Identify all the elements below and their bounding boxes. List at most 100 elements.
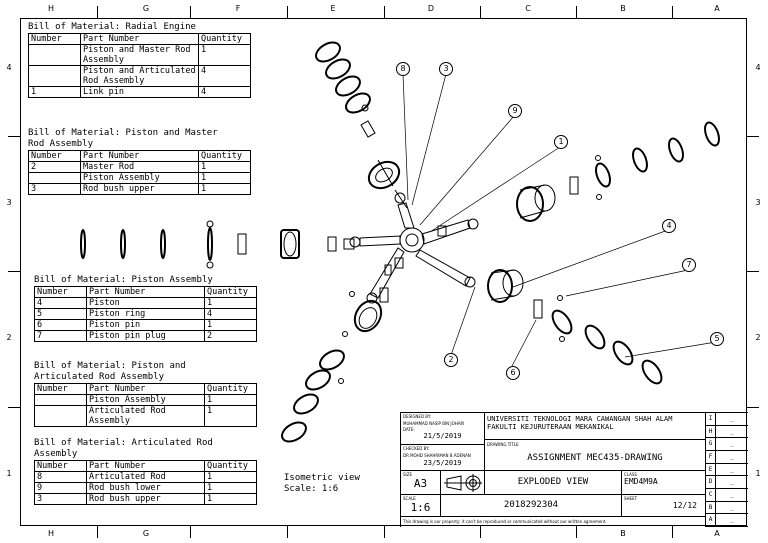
balloon-1: 1	[554, 135, 568, 149]
zone-tick	[480, 526, 481, 538]
bom-cell: 7	[34, 330, 87, 342]
bom-cell: 3	[28, 183, 81, 195]
sheet-box: SHEET 12/12	[622, 495, 706, 517]
zone-tick	[8, 271, 20, 272]
view-note-scale: Scale: 1:6	[284, 484, 339, 494]
sheet-label: SHEET	[624, 496, 638, 501]
bom-cell: 1	[198, 183, 251, 195]
checked-by-label: CHECKED BY:	[403, 446, 430, 451]
zone-right-2: 3	[755, 198, 761, 207]
leader-lines	[402, 73, 717, 367]
revision-entry: _	[716, 464, 748, 477]
bom-title: Bill of Material: Piston and Master Rod …	[28, 128, 218, 149]
drawing-title-label: DRAWING TITLE	[487, 442, 519, 447]
checked-box: CHECKED BY: DR MOHD SHAHRIMAN B ADENAN 2…	[401, 445, 485, 471]
bom-cell: 1	[204, 493, 257, 505]
piston-rings-lower-left	[281, 349, 345, 443]
title-block: DESIGNED BY: MUHAMMAD NASIP BIN JOHARI D…	[400, 412, 748, 527]
balloon-9: 9	[508, 104, 522, 118]
third-angle-projection-icon	[444, 474, 482, 492]
piston-lower-right	[487, 269, 565, 342]
zone-tick	[97, 6, 98, 18]
projection-symbol-box	[441, 471, 485, 495]
drawing-frame	[20, 18, 747, 526]
checked-date: 23/5/2019	[423, 459, 462, 467]
checker-name: DR MOHD SHAHRIMAN B ADENAN	[403, 453, 471, 458]
bom-cell: Piston pin plug	[86, 330, 205, 342]
scale-label: SCALE	[403, 496, 416, 501]
class-value: EMD4M9A	[624, 477, 658, 486]
bom-cell: Rod bush upper	[80, 183, 199, 195]
revision-entry: _	[716, 514, 748, 527]
university-box: UNIVERSITI TEKNOLOGI MARA CAWANGAN SHAH …	[485, 413, 706, 440]
bom-cell: Link pin	[80, 86, 199, 98]
revision-letter: A	[706, 514, 716, 527]
revision-letter: C	[706, 489, 716, 502]
zone-tick	[672, 526, 673, 538]
designer-name: MUHAMMAD NASIP BIN JOHARI	[403, 421, 465, 426]
bom-title: Bill of Material: Piston and Articulated…	[34, 361, 186, 382]
balloon-4: 4	[662, 219, 676, 233]
balloon-7: 7	[682, 258, 696, 272]
revision-entry: _	[716, 426, 748, 439]
size-box: SIZE A3	[401, 471, 441, 495]
zone-top-2: G	[142, 4, 150, 13]
balloon-5: 5	[710, 332, 724, 346]
zone-right-4: 1	[755, 469, 761, 478]
zone-tick	[672, 6, 673, 18]
piston-right	[516, 176, 579, 222]
footer-note: This drawing is our property; it can't b…	[403, 519, 607, 524]
zone-left-1: 4	[6, 63, 12, 72]
drawing-number-box: 2018292304	[441, 495, 622, 517]
bom-cell: 4	[198, 86, 251, 98]
piston-upper	[360, 104, 408, 209]
revision-letter: B	[706, 501, 716, 515]
zone-bottom-7: B	[620, 529, 626, 538]
zone-tick	[480, 6, 481, 18]
zone-top-5: D	[427, 4, 435, 13]
zone-bottom-8: A	[714, 529, 720, 538]
zone-bottom-2: G	[142, 529, 150, 538]
zone-tick	[747, 136, 759, 137]
designed-date: 21/5/2019	[423, 432, 462, 440]
view-note: Isometric view Scale: 1:6	[284, 473, 360, 495]
zone-tick	[747, 271, 759, 272]
revision-entry: _	[716, 489, 748, 502]
balloon-6: 6	[506, 366, 520, 380]
size-value: A3	[413, 477, 428, 490]
view-note-name: Isometric view	[284, 473, 360, 483]
zone-tick	[97, 526, 98, 538]
drawing-number: 2018292304	[503, 500, 559, 510]
view-name: EXPLODED VIEW	[517, 477, 589, 487]
zone-tick	[287, 526, 288, 538]
zone-right-3: 2	[755, 333, 761, 342]
zone-right-1: 4	[755, 63, 761, 72]
zone-tick	[287, 6, 288, 18]
bom-cell: Rod bush upper	[86, 493, 205, 505]
revision-letter: I	[706, 413, 716, 426]
piston-rings-upper-right	[595, 121, 720, 200]
bom-cell: Articulated Rod Assembly	[86, 405, 205, 427]
bom-cell: 4	[198, 65, 251, 87]
footer-box: This drawing is our property; it can't b…	[401, 517, 706, 527]
revision-letter: H	[706, 425, 716, 439]
zone-tick	[190, 6, 191, 18]
designed-by-label: DESIGNED BY:	[403, 414, 432, 419]
bom-table-4: Bill of Material: Piston and Articulated…	[34, 361, 257, 427]
bom-cell: 1	[204, 394, 257, 406]
revision-entry: _	[716, 502, 748, 515]
zone-top-7: B	[620, 4, 626, 13]
drawing-title-box: DRAWING TITLE ASSIGNMENT MEC435-DRAWING	[485, 440, 706, 471]
bom-cell: 1	[204, 405, 257, 427]
